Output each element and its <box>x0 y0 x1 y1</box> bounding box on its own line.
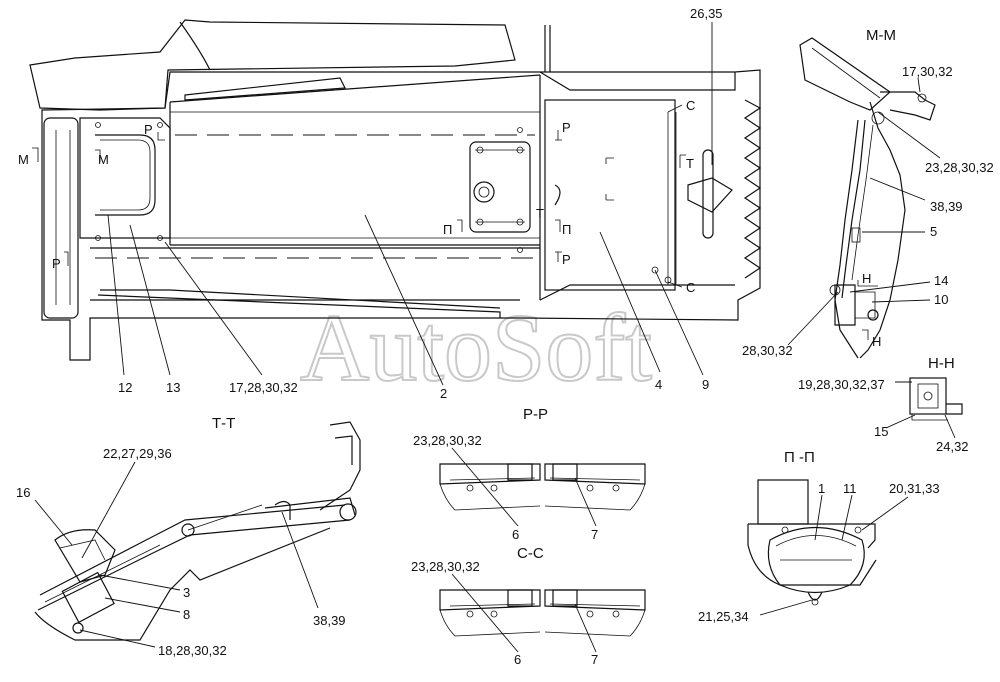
callout-28-30-32: 28,30,32 <box>742 343 793 358</box>
callout-20-31-33: 20,31,33 <box>889 481 940 496</box>
section-pi-pi: П -П <box>747 449 909 616</box>
callout-14: 14 <box>934 273 948 288</box>
callout-17-28-30-32: 17,28,30,32 <box>229 380 298 395</box>
callout-6-pp: 6 <box>512 527 519 542</box>
callout-2: 2 <box>440 386 447 401</box>
callout-5: 5 <box>930 224 937 239</box>
callout-23-28-30-32-pp: 23,28,30,32 <box>413 433 482 448</box>
cut-mark-m-left: М <box>18 152 29 167</box>
cut-mark-m-right: М <box>98 152 109 167</box>
callout-21-25-34: 21,25,34 <box>698 609 749 624</box>
cut-mark-h-top: Н <box>862 271 871 286</box>
callout-18-28-30-32: 18,28,30,32 <box>158 643 227 658</box>
callout-38-39-mm: 38,39 <box>930 199 963 214</box>
callout-22-27-29-36: 22,27,29,36 <box>103 446 172 461</box>
callout-38-39-tt: 38,39 <box>313 613 346 628</box>
callout-7-cc: 7 <box>591 652 598 667</box>
cut-mark-p-door-top: Р <box>562 120 571 135</box>
callout-3: 3 <box>183 585 190 600</box>
cut-mark-t-mid: Т <box>536 206 544 221</box>
section-c-c: С-С <box>439 545 646 653</box>
callout-16: 16 <box>16 485 30 500</box>
main-view-cut-marks: М М Р Р Р Р П П Т Т С С <box>18 98 695 295</box>
callout-19-28-30-32-37: 19,28,30,32,37 <box>798 377 885 392</box>
callout-23-28-30-32-mm: 23,28,30,32 <box>925 160 994 175</box>
callout-9: 9 <box>702 377 709 392</box>
callout-8: 8 <box>183 607 190 622</box>
cut-mark-c-top: С <box>686 98 695 113</box>
callout-15: 15 <box>874 424 888 439</box>
watermark: AutoSoft <box>300 294 652 401</box>
cut-mark-t-right: Т <box>686 156 694 171</box>
section-m-m: М-М Н Н <box>787 27 941 359</box>
callout-6-cc: 6 <box>514 652 521 667</box>
callout-10: 10 <box>934 292 948 307</box>
callout-26-35: 26,35 <box>690 6 723 21</box>
section-title-c-c: С-С <box>517 545 544 562</box>
callout-4: 4 <box>655 377 662 392</box>
section-p-p: Р-Р <box>439 406 646 527</box>
callout-11: 11 <box>843 481 857 496</box>
section-title-pi-pi: П -П <box>784 449 815 466</box>
cut-mark-pi-left: П <box>443 222 452 237</box>
callout-13: 13 <box>166 380 180 395</box>
main-assembly-view <box>29 19 762 361</box>
callout-24-32: 24,32 <box>936 439 969 454</box>
section-h-h: Н-Н <box>885 355 963 439</box>
section-title-t-t: Т-Т <box>212 415 235 432</box>
callout-23-28-30-32-cc: 23,28,30,32 <box>411 559 480 574</box>
section-t-t: Т-Т <box>34 415 361 648</box>
callout-12: 12 <box>118 380 132 395</box>
cut-mark-pi-right: П <box>562 222 571 237</box>
section-title-h-h: Н-Н <box>928 355 955 372</box>
callout-1: 1 <box>818 481 825 496</box>
main-view-leaders <box>107 22 713 386</box>
cut-mark-h-bottom: Н <box>872 334 881 349</box>
callout-17-30-32: 17,30,32 <box>902 64 953 79</box>
cut-mark-p-left: Р <box>52 256 61 271</box>
cut-mark-p-door-bottom: Р <box>562 252 571 267</box>
section-title-p-p: Р-Р <box>523 406 548 423</box>
cut-mark-c-bottom: С <box>686 280 695 295</box>
cut-mark-p-top: Р <box>144 122 153 137</box>
section-title-m-m: М-М <box>866 27 896 44</box>
callout-7-pp: 7 <box>591 527 598 542</box>
